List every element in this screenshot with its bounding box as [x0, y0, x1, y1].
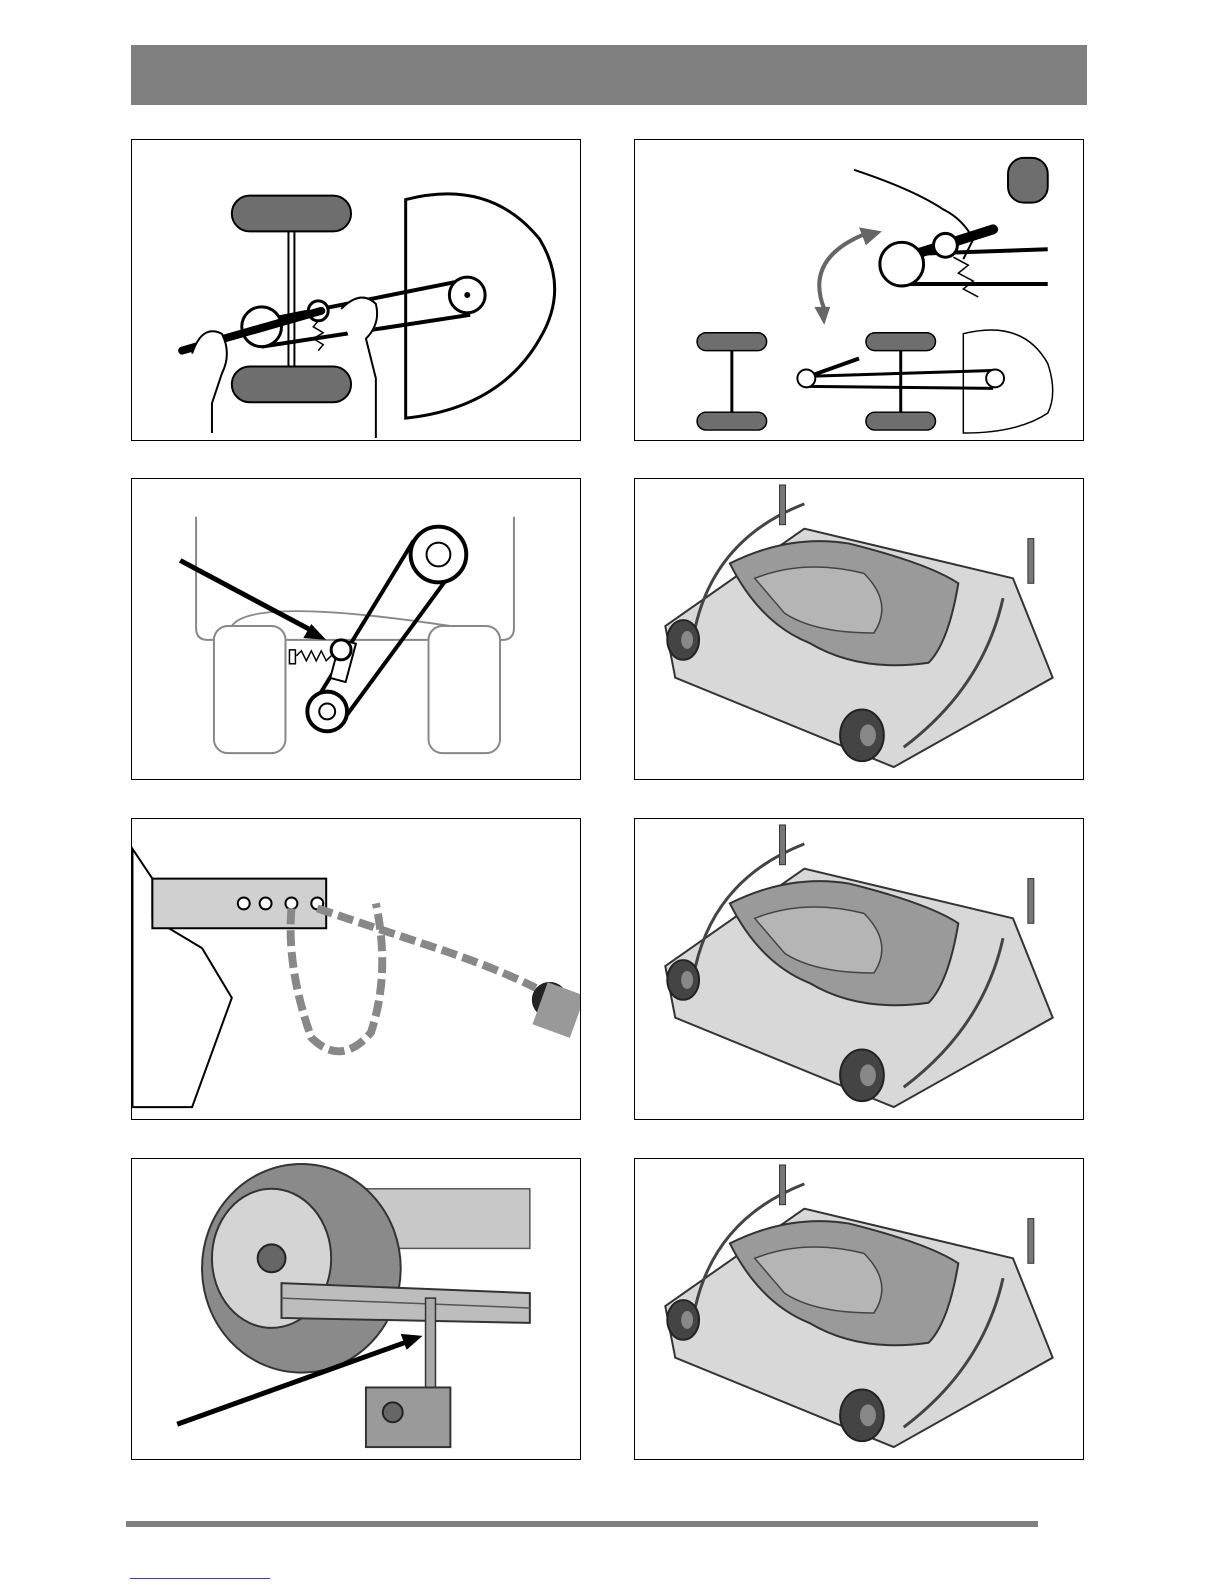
figure-mower-deck-1 [634, 478, 1084, 780]
mower-deck-illustration [635, 819, 1083, 1119]
belt-tensioner-hands-illustration [132, 140, 580, 440]
safety-chain-illustration [132, 819, 580, 1119]
idler-pulley-diagram [132, 479, 580, 779]
wheel-lock-pin-illustration [132, 1159, 580, 1459]
figure-belt-tension-hands [131, 139, 581, 441]
belt-tensioner-overview-illustration [635, 140, 1083, 440]
figure-idler-pulley [131, 478, 581, 780]
footer-link-underline[interactable] [130, 1578, 270, 1579]
header-bar [131, 45, 1087, 105]
figure-safety-chain [131, 818, 581, 1120]
figure-wheel-pin [131, 1158, 581, 1460]
mower-deck-illustration [635, 479, 1083, 779]
figure-mower-deck-2 [634, 818, 1084, 1120]
footer-rule [126, 1521, 1038, 1527]
figure-belt-tension-overview [634, 139, 1084, 441]
figure-mower-deck-3 [634, 1158, 1084, 1460]
mower-deck-illustration [635, 1159, 1083, 1459]
